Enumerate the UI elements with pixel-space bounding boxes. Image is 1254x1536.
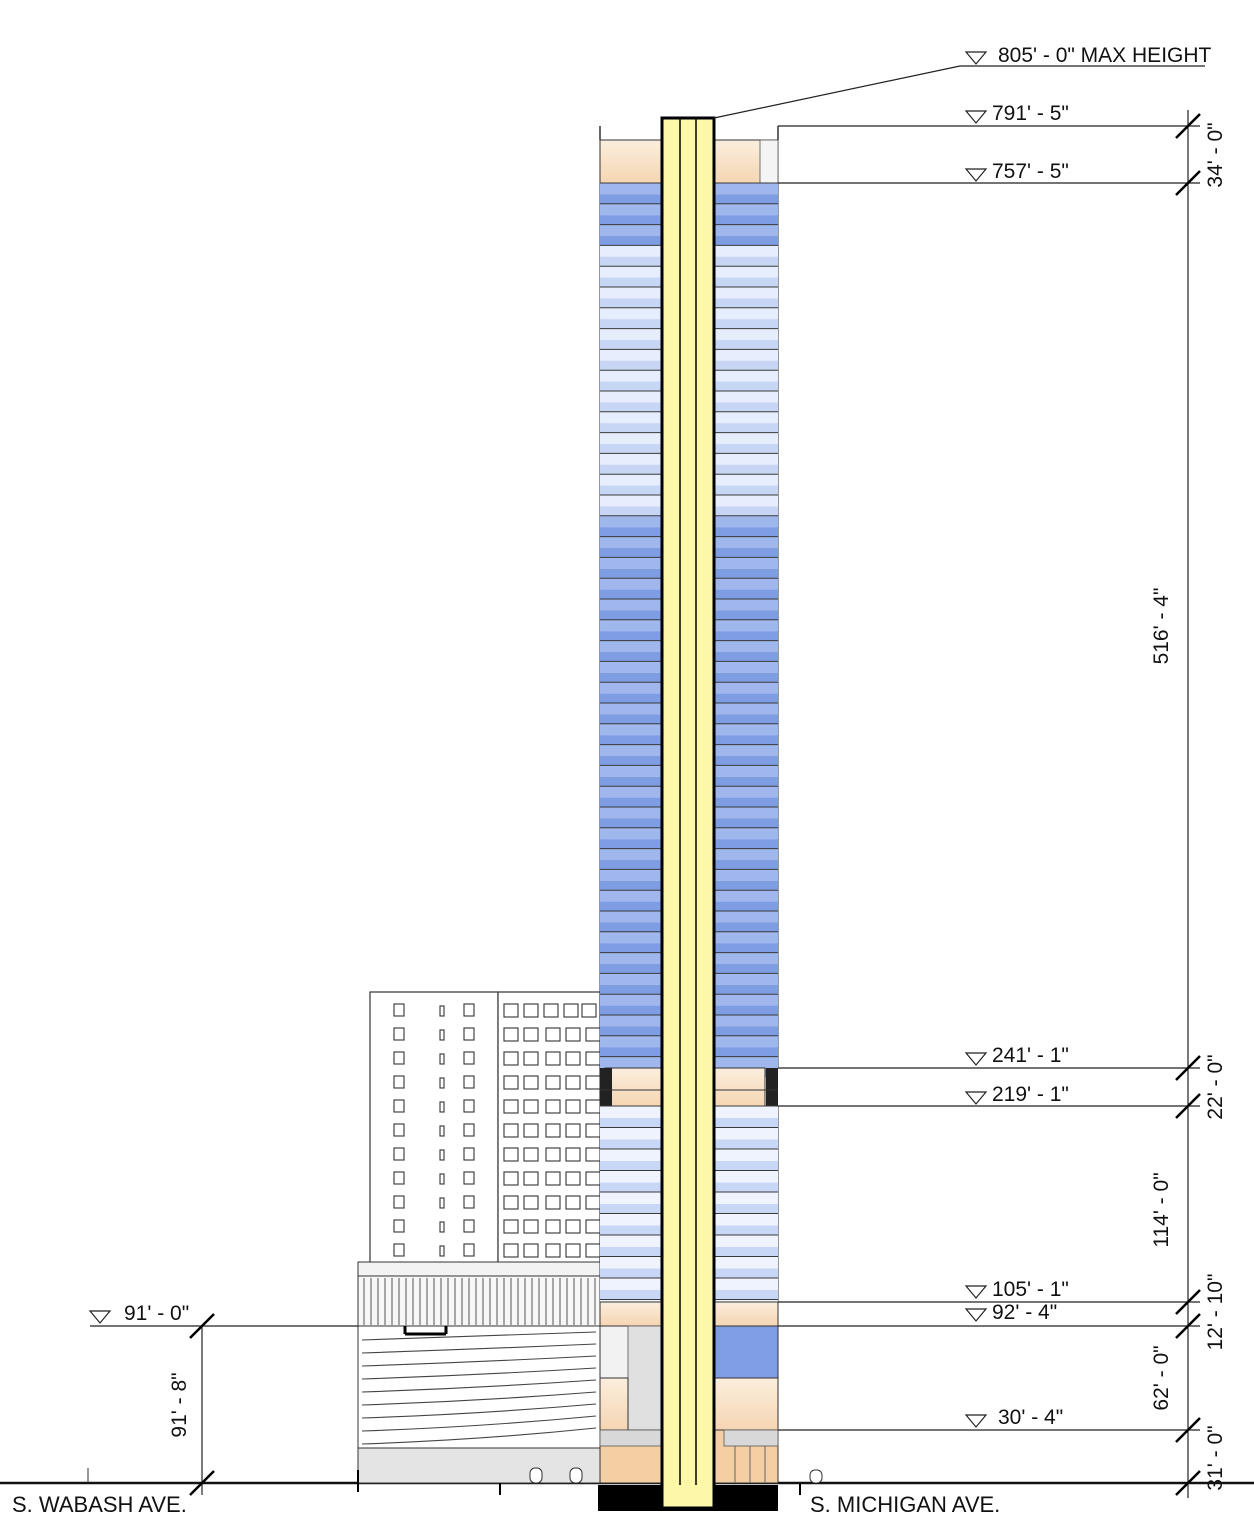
marker-791 [964, 110, 988, 124]
elevation-lines [90, 65, 1205, 1498]
neighbor-building [369, 991, 601, 1273]
central-core [660, 116, 716, 1510]
marker-805 [964, 51, 988, 65]
neighbor-windows [393, 1003, 601, 1258]
dimension-ticks [189, 113, 1201, 1496]
label-791: 791' - 5" [992, 102, 1069, 125]
dim-12: 12' - 10" [1204, 1274, 1227, 1351]
marker-219 [964, 1091, 988, 1105]
marker-757 [964, 168, 988, 182]
label-757: 757' - 5" [992, 160, 1069, 183]
podium-parking [357, 1261, 601, 1492]
label-91-left: 91' - 0" [124, 1302, 189, 1325]
dim-22: 22' - 0" [1204, 1054, 1227, 1119]
marker-241 [964, 1052, 988, 1066]
label-241: 241' - 1" [992, 1044, 1069, 1067]
dim-114: 114' - 0" [1150, 1172, 1173, 1247]
street-label-wabash: S. WABASH AVE. [12, 1492, 187, 1517]
dim-91-left: 91' - 8" [168, 1372, 191, 1437]
street-label-michigan: S. MICHIGAN AVE. [810, 1492, 1000, 1517]
dim-516: 516' - 4" [1150, 588, 1173, 665]
label-219: 219' - 1" [992, 1083, 1069, 1106]
elevation-markers [88, 51, 988, 1428]
dim-62: 62' - 0" [1150, 1345, 1173, 1410]
marker-30 [964, 1414, 988, 1428]
marker-105 [964, 1285, 988, 1299]
label-max-height: 805' - 0" MAX HEIGHT [998, 44, 1212, 67]
label-92: 92' - 4" [992, 1301, 1057, 1324]
dim-34: 34' - 0" [1204, 122, 1227, 187]
label-30: 30' - 4" [998, 1406, 1063, 1429]
tower [598, 116, 779, 1511]
marker-91-left [88, 1310, 112, 1324]
label-105: 105' - 1" [992, 1278, 1069, 1301]
street-fixtures [87, 1467, 823, 1495]
dim-31: 31' - 0" [1204, 1425, 1227, 1490]
marker-92 [964, 1308, 988, 1322]
